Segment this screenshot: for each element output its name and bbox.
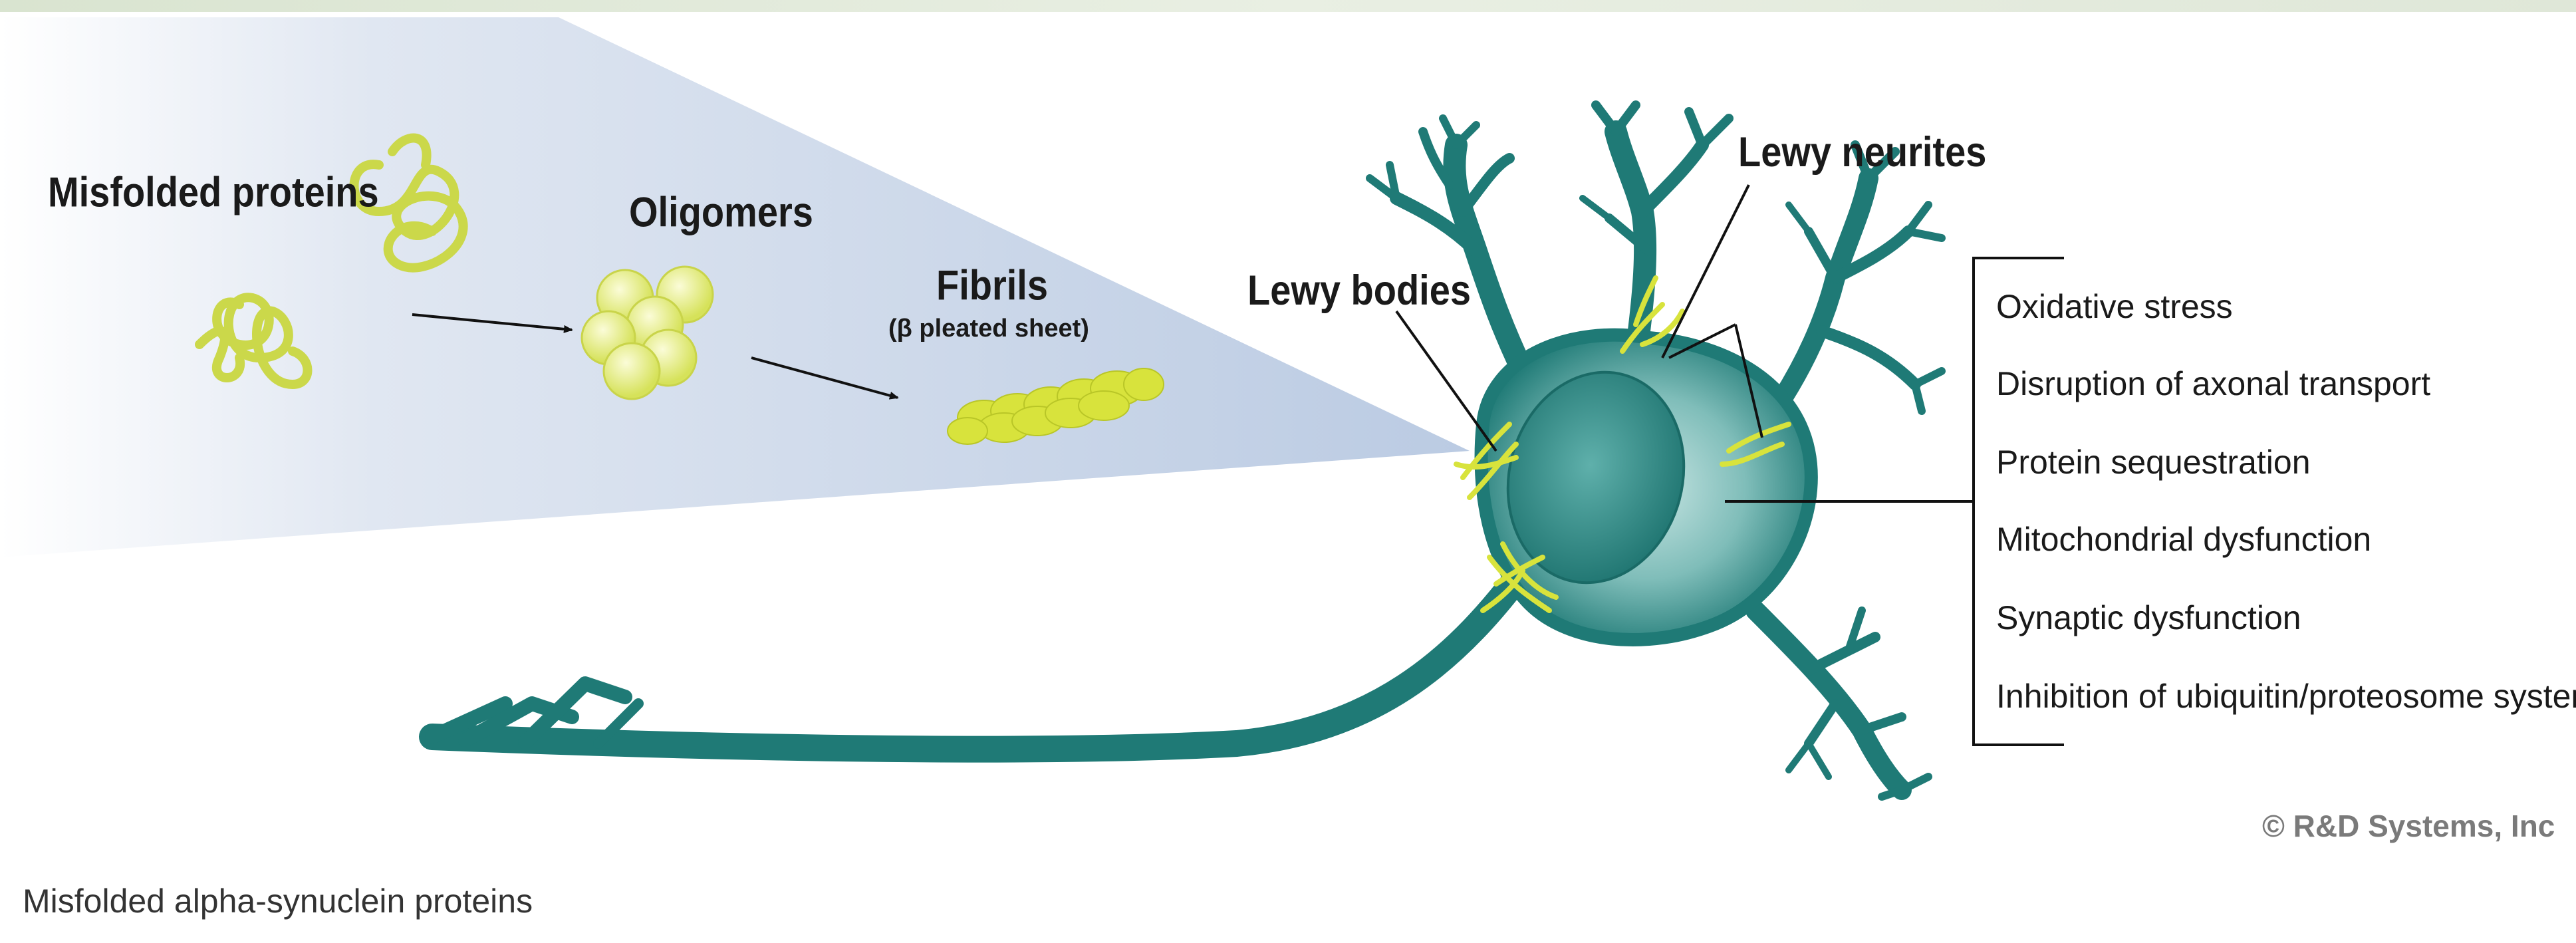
consequences-bracket xyxy=(1725,258,2064,745)
consequence-item: Disruption of axonal transport xyxy=(1996,365,2430,402)
consequence-item: Mitochondrial dysfunction xyxy=(1996,521,2371,558)
figure-caption: Misfolded alpha-synuclein proteins xyxy=(23,882,533,920)
label-misfolded-proteins: Misfolded proteins xyxy=(48,168,379,215)
top-accent-bar xyxy=(0,0,2576,12)
label-lewy-neurites: Lewy neurites xyxy=(1738,128,1986,176)
label-oligomers: Oligomers xyxy=(629,189,813,236)
copyright-notice: © R&D Systems, Inc xyxy=(2262,809,2555,843)
label-lewy-bodies: Lewy bodies xyxy=(1247,267,1471,314)
label-fibrils: Fibrils xyxy=(936,261,1048,309)
label-fibrils-subtitle: (β pleated sheet) xyxy=(888,315,1089,342)
alpha-synuclein-diagram: Misfolded proteins Oligomers Fibrils (β … xyxy=(0,12,2576,891)
consequence-item: Synaptic dysfunction xyxy=(1996,599,2301,636)
consequence-item: Protein sequestration xyxy=(1996,444,2311,481)
consequence-item: Oxidative stress xyxy=(1996,288,2233,325)
consequence-item: Inhibition of ubiquitin/proteosome syste… xyxy=(1996,678,2576,715)
callout-lewy-neurites-1 xyxy=(1662,185,1749,358)
